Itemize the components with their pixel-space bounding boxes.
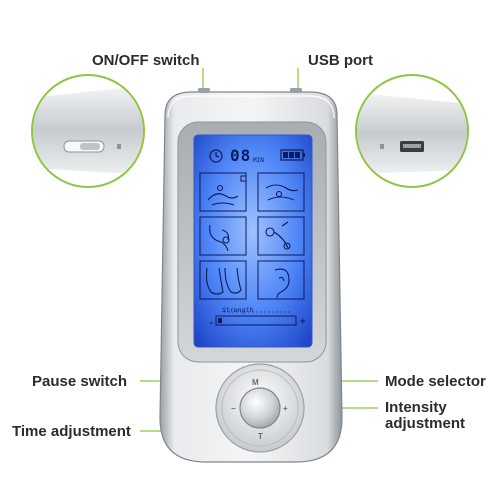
onoff-zoom-circle	[31, 74, 145, 188]
battery-icon	[280, 149, 305, 161]
body-massage-icon	[207, 184, 239, 206]
strength-bar-fill	[218, 318, 222, 323]
joint-icon	[209, 224, 230, 252]
tens-device	[159, 88, 343, 463]
pause-switch-button[interactable]	[239, 387, 281, 429]
clock-icon	[209, 149, 223, 163]
foot-icon	[205, 267, 242, 295]
intensity-adjustment-label: Intensity adjustment	[385, 400, 465, 432]
strength-label: Strength	[222, 306, 254, 314]
intensity-down-button[interactable]: −	[231, 404, 236, 413]
mode-selector-label: Mode selector	[385, 373, 486, 390]
onoff-switch-label: ON/OFF switch	[92, 52, 200, 69]
lcd-screen	[193, 134, 313, 348]
usb-port-label: USB port	[308, 52, 373, 69]
time-adjustment-label: Time adjustment	[12, 423, 131, 440]
hand-massage-icon	[265, 184, 299, 201]
intensity-label-line2: adjustment	[385, 414, 466, 432]
strength-minus-symbol: -	[209, 318, 214, 327]
ear-icon	[274, 268, 290, 299]
timer-readout: 08	[230, 146, 252, 165]
program-grid	[199, 172, 305, 300]
strength-bar	[215, 315, 297, 326]
time-adjustment-button[interactable]: T	[258, 432, 263, 441]
intensity-up-button[interactable]: +	[283, 404, 288, 413]
pause-switch-label: Pause switch	[32, 373, 128, 390]
strength-plus-symbol: +	[300, 317, 306, 327]
usb-zoom-circle	[355, 74, 469, 188]
mode-selector-button[interactable]: M	[252, 378, 259, 387]
timer-unit: MIN	[253, 157, 264, 164]
arm-joint-icon	[265, 221, 291, 250]
intensity-label-line1: Intensity	[385, 399, 447, 416]
